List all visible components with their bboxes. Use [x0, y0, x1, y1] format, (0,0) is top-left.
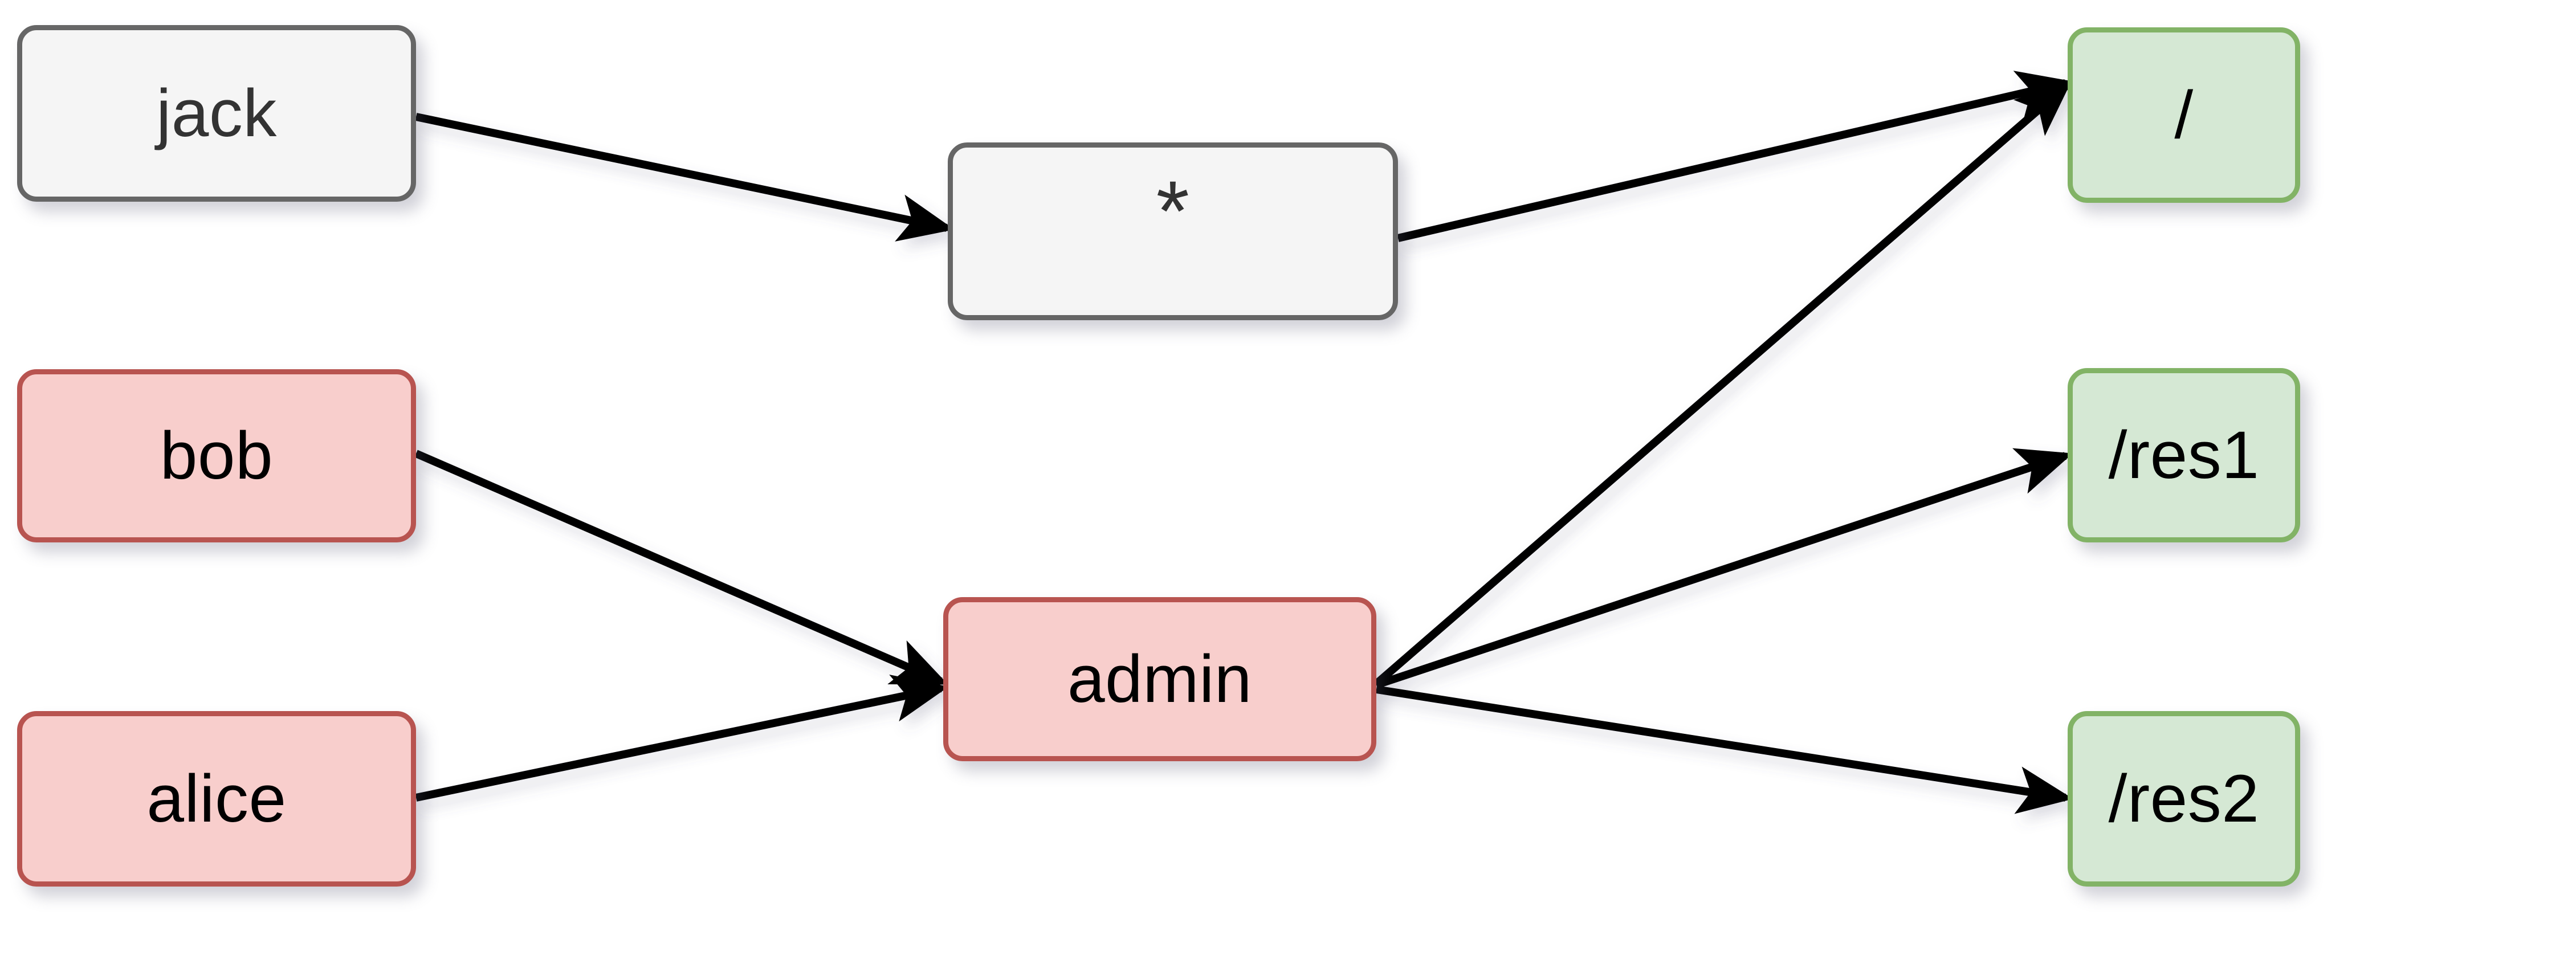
edge-jack-star: [415, 113, 955, 242]
node-bob[interactable]: bob: [17, 369, 416, 542]
node-label-admin: admin: [1067, 642, 1252, 717]
node-label-root: /: [2174, 77, 2194, 153]
edge-admin-res1: [1375, 448, 2073, 689]
node-label-bob: bob: [160, 418, 274, 493]
node-admin[interactable]: admin: [943, 597, 1376, 761]
node-alice[interactable]: alice: [17, 711, 416, 887]
node-jack[interactable]: jack: [17, 25, 416, 202]
node-label-alice: alice: [146, 761, 287, 836]
node-label-star: *: [1156, 163, 1190, 259]
node-res1[interactable]: /res1: [2068, 368, 2300, 542]
edge-star-root: [1397, 71, 2073, 242]
node-label-res1: /res1: [2108, 418, 2260, 493]
edge-admin-root: [1373, 81, 2072, 687]
node-res2[interactable]: /res2: [2068, 711, 2300, 887]
node-star[interactable]: *: [948, 142, 1398, 320]
node-label-jack: jack: [156, 76, 277, 151]
node-label-res2: /res2: [2108, 761, 2260, 836]
edge-bob-admin: [414, 450, 948, 685]
edge-admin-res2: [1375, 685, 2073, 814]
edge-alice-admin: [415, 675, 949, 802]
node-root[interactable]: /: [2068, 27, 2300, 203]
